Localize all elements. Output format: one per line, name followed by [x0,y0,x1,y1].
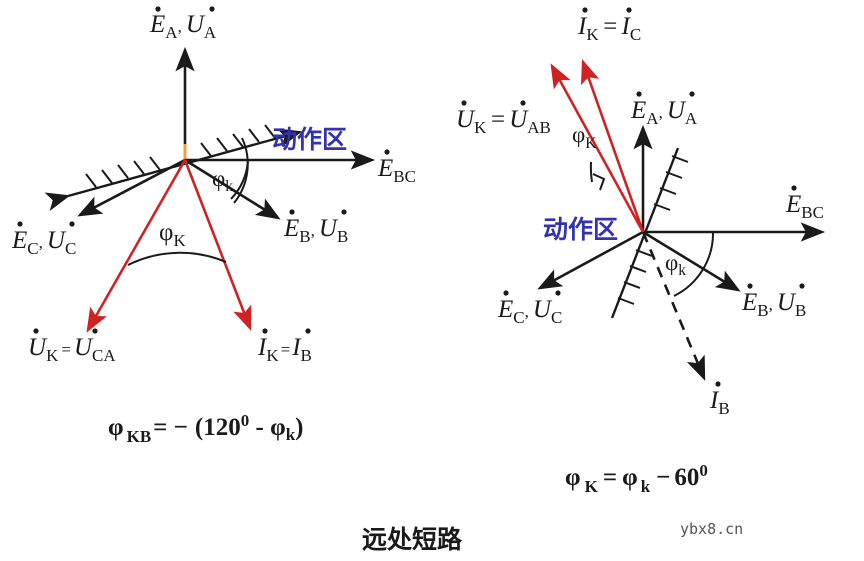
right-angle-label-phi-k: φk [665,250,686,279]
right-label-IK-IC: IK=IC [577,13,641,44]
right-label-EC-UC: EC,UC [497,296,562,327]
left-label-EB-UB: EB,UB [283,215,348,246]
left-vector-EC-UC [77,158,186,217]
right-label-EA-UA-dots [636,91,695,97]
left-label-IK-IB-dots [262,328,311,334]
left-vector-UK-UCA [86,159,187,333]
left-angle-label-phi-k: φk [212,166,233,195]
right-angle-arc-phi-k [673,231,715,297]
left-label-IK-IB: IK=IB [257,334,312,365]
left-label-EA-UA-dots [155,6,215,12]
left-label-UK-UCA-dots [33,328,98,334]
right-vector-UK-UAB [550,63,645,233]
right-vector-IK-IC [581,59,645,233]
right-label-UK-UAB: UK=UAB [456,106,551,137]
right-angle-label-phi-K: φK [572,122,597,152]
right-label-IB-dot [715,381,721,387]
right-label-IB: IB [709,387,730,418]
left-operation-zone-label: 动作区 [272,125,347,154]
left-angle-label-phi-K: φK [159,219,186,250]
left-angle-arc-phi-K [127,251,227,266]
left-label-EA-UA: EA,UA [149,11,217,42]
right-vector-EB-UB [642,230,741,292]
left-phasor-diagram: EA,UA EBC EB,UB EC,UC UK=UCA [11,6,416,446]
left-label-EBC-dot [384,149,390,155]
right-angle-arc-phi-K [589,161,593,183]
left-label-EC-UC: EC,UC [11,227,76,258]
left-label-EB-UB-dots [289,209,347,215]
right-label-EB-UB-dots [747,283,805,289]
figure-caption: 远处短路 [362,525,463,554]
left-label-UK-UCA: UK=UCA [28,334,116,365]
right-operation-zone-label: 动作区 [543,215,618,244]
left-vector-EB-UB [184,158,281,220]
left-label-EBC: EBC [377,155,416,186]
right-label-EBC: EBC [785,191,824,222]
right-label-IK-IC-dots [582,7,632,13]
right-label-UK-UAB-dots [461,100,526,106]
right-label-EC-UC-dots [503,290,561,296]
right-vector-IB-dashed [641,231,706,381]
left-angle-arc-phi-k-outer [233,137,249,204]
watermark: ybx8.cn [680,520,743,538]
left-vector-IK-IB [183,159,252,331]
left-label-EC-UC-dots [17,221,75,227]
right-label-EA-UA: EA,UA [630,97,698,128]
right-label-EBC-dot [791,185,797,191]
right-label-EB-UB: EB,UB [741,289,806,320]
right-angle-perpendicular-mark [592,173,606,191]
right-vector-EC-UC [537,230,644,290]
right-phasor-diagram: IK=IC UK=UAB EA,UA EBC EB,UB [456,7,826,496]
